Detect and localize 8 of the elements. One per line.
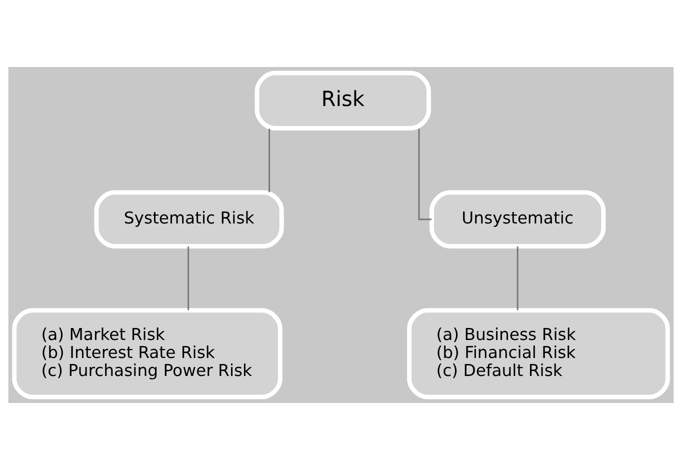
node-box: (a) Business Risk (b) Financial Risk (c) Default Risk	[407, 308, 670, 400]
node-box: Unsystematic	[429, 190, 606, 248]
node-box: Systematic Risk	[94, 190, 284, 248]
connector	[516, 246, 518, 310]
node-box: Risk	[254, 70, 431, 130]
node-box: (a) Market Risk (b) Interest Rate Risk (c) Purchasing Power Risk	[12, 308, 282, 400]
connector	[188, 246, 190, 310]
connector	[268, 128, 270, 192]
